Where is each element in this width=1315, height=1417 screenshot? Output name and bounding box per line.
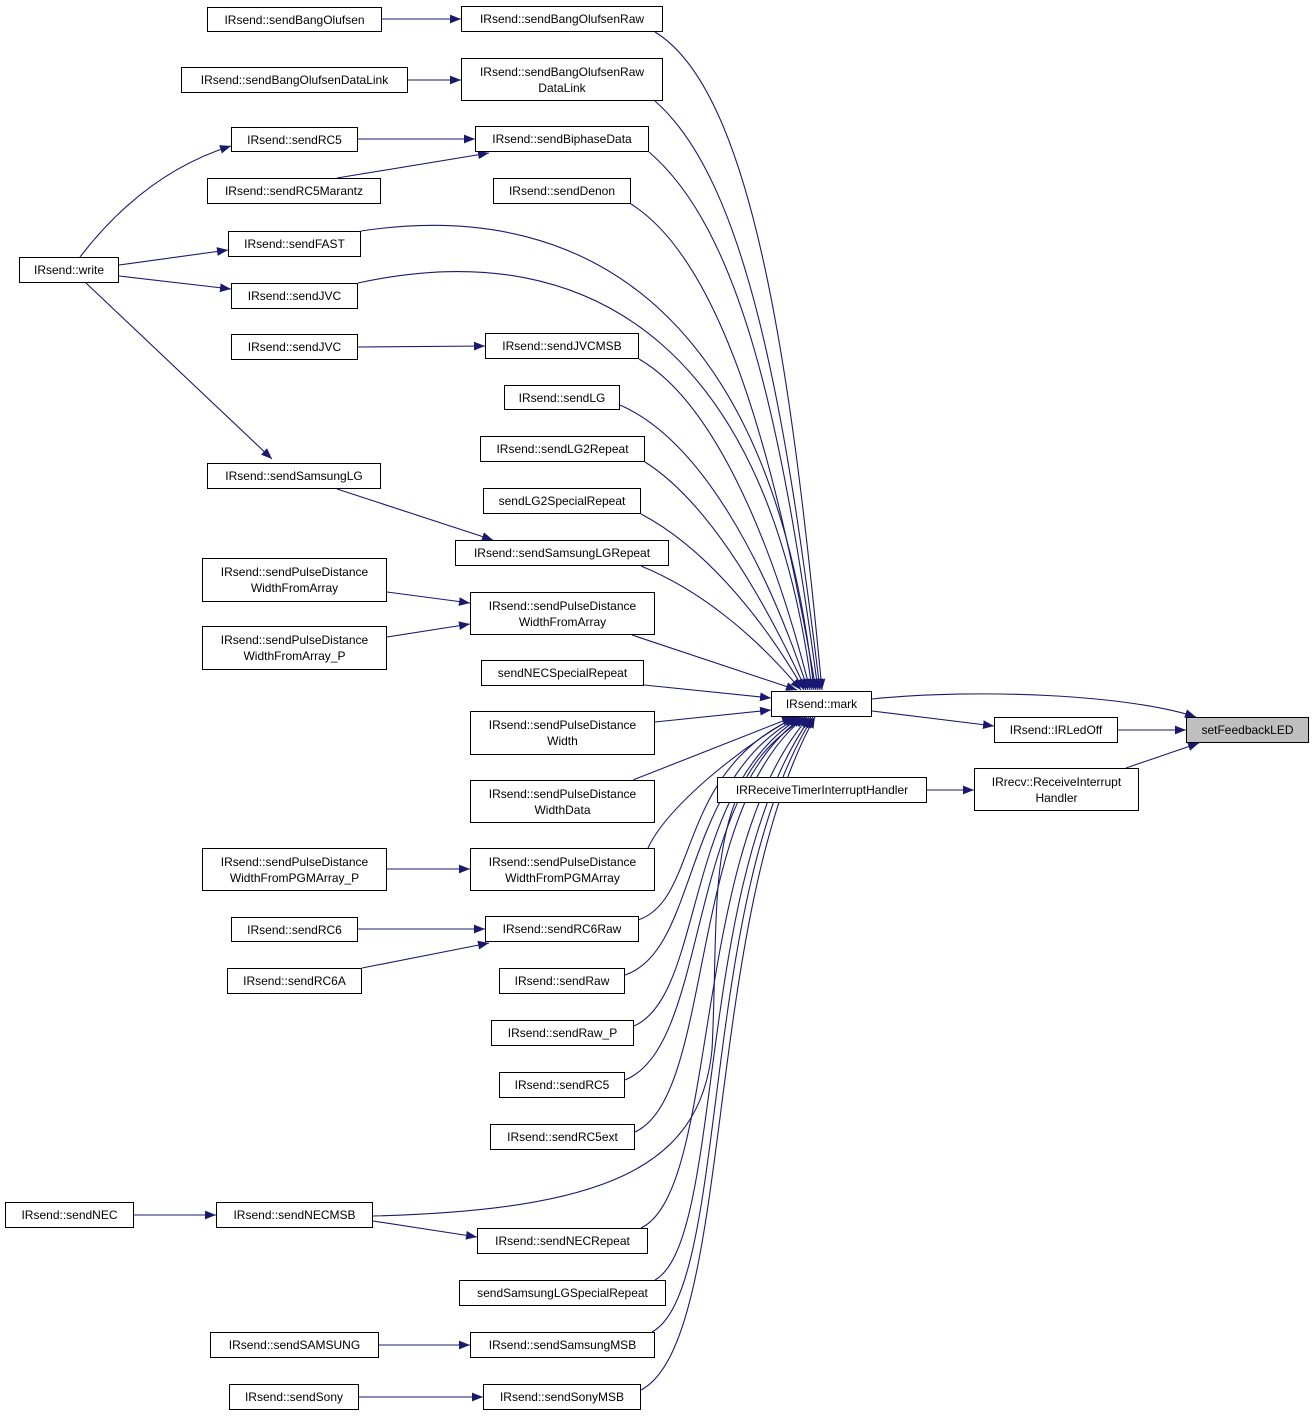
node-irsend-sendnecmsb[interactable]: IRsend::sendNECMSB xyxy=(216,1202,373,1228)
node-irsend-sendpulsedistancewidthfromarray-left[interactable]: IRsend::sendPulseDistance WidthFromArray xyxy=(202,558,387,602)
edge-sonymsb-mark xyxy=(640,716,816,1391)
node-irsend-sendrc6a[interactable]: IRsend::sendRC6A xyxy=(227,968,362,994)
edge-biphase-mark xyxy=(648,151,821,691)
node-irsend-sendpulsedistancewidthdata[interactable]: IRsend::sendPulseDistance WidthData xyxy=(470,780,655,823)
node-irsend-mark[interactable]: IRsend::mark xyxy=(771,691,872,717)
node-irsend-sendnecrepeat[interactable]: IRsend::sendNECRepeat xyxy=(477,1228,648,1254)
node-irsend-sendpulsedistancewidthfrompgmarray[interactable]: IRsend::sendPulseDistance WidthFromPGMAr… xyxy=(470,848,655,891)
node-sendlg2specialrepeat[interactable]: sendLG2SpecialRepeat xyxy=(483,488,641,514)
edge-sendfast-mark xyxy=(360,224,818,691)
edge-rc5ext-mark xyxy=(634,716,806,1133)
edge-mark-target xyxy=(871,693,1197,718)
edge-sendrc5marantz-biphase xyxy=(336,150,490,179)
edge-necspecial-mark xyxy=(643,684,772,702)
node-irsend-irledoff[interactable]: IRsend::IRLedOff xyxy=(994,717,1118,743)
edge-mark-ledoff xyxy=(871,710,995,730)
node-irsend-sendsamsunglg[interactable]: IRsend::sendSamsungLG xyxy=(207,463,381,489)
edge-pdwfa-mark xyxy=(631,634,798,691)
edge-recv-target xyxy=(1125,742,1200,769)
node-irsend-sendsamsung-upper[interactable]: IRsend::sendSAMSUNG xyxy=(210,1332,379,1358)
node-irsend-sendsonymsb[interactable]: IRsend::sendSonyMSB xyxy=(483,1384,641,1410)
edge-jvcmsb-mark xyxy=(638,358,812,691)
node-irsend-sendlg2repeat[interactable]: IRsend::sendLG2Repeat xyxy=(480,436,645,462)
node-irsend-sendrc5ext[interactable]: IRsend::sendRC5ext xyxy=(490,1124,635,1150)
node-irsend-sendjvc-left[interactable]: IRsend::sendJVC xyxy=(231,334,358,360)
node-irreceivetimerinterrupthandler[interactable]: IRReceiveTimerInterruptHandler xyxy=(717,777,927,803)
node-irsend-sendjvcmsb[interactable]: IRsend::sendJVCMSB xyxy=(485,333,639,359)
node-irsend-sendbangolufsenraw[interactable]: IRsend::sendBangOlufsenRaw xyxy=(461,6,663,32)
node-setfeedbackled[interactable]: setFeedbackLED xyxy=(1186,717,1309,743)
node-irsend-sendbangolufsenrawdatalink[interactable]: IRsend::sendBangOlufsenRaw DataLink xyxy=(461,58,663,101)
node-irsend-write[interactable]: IRsend::write xyxy=(19,257,119,283)
edge-lg2repeat-mark xyxy=(644,461,807,691)
edge-pdwfa-left xyxy=(386,591,471,606)
node-irsend-sendnec[interactable]: IRsend::sendNEC xyxy=(5,1202,134,1228)
node-irsend-sendrc6[interactable]: IRsend::sendRC6 xyxy=(231,917,358,942)
edge-write-sendsamsunglg xyxy=(85,282,273,460)
edge-sendjvc-mark xyxy=(357,271,815,691)
edge-bangolufsenraw-mark xyxy=(654,31,826,691)
node-irsend-sendlg[interactable]: IRsend::sendLG xyxy=(504,385,620,410)
edge-denon-mark xyxy=(630,203,819,691)
edge-sendraw-mark xyxy=(624,716,800,976)
node-irsend-sendjvc-callee[interactable]: IRsend::sendJVC xyxy=(231,283,358,309)
node-irsend-sendrc5[interactable]: IRsend::sendRC5 xyxy=(499,1072,625,1098)
node-irsend-sendsony[interactable]: IRsend::sendSony xyxy=(229,1384,359,1410)
edge-bangolufsenrawdatalink-mark xyxy=(654,100,824,691)
node-irsend-sendpulsedistancewidthfromarray[interactable]: IRsend::sendPulseDistance WidthFromArray xyxy=(470,592,655,635)
node-irsend-sendbangolufsen[interactable]: IRsend::sendBangOlufsen xyxy=(207,7,382,32)
node-irsend-sendsamsunglgrepeat[interactable]: IRsend::sendSamsungLGRepeat xyxy=(455,540,669,566)
node-irsend-sendrc5marantz[interactable]: IRsend::sendRC5Marantz xyxy=(207,178,381,204)
node-sendsamsunglgspecialrepeat[interactable]: sendSamsungLGSpecialRepeat xyxy=(459,1280,666,1306)
node-irsend-sendraw[interactable]: IRsend::sendRaw xyxy=(499,968,625,994)
node-irsend-sendrc6raw[interactable]: IRsend::sendRC6Raw xyxy=(485,916,639,942)
node-irsend-sendfast[interactable]: IRsend::sendFAST xyxy=(228,231,361,257)
edge-samsungmsb-mark xyxy=(651,716,814,1333)
edge-pdwfa-p xyxy=(386,621,471,638)
node-irrecv-receiveinterrupthandler[interactable]: IRrecv::ReceiveInterrupt Handler xyxy=(974,768,1139,811)
node-irsend-sendrc5-left[interactable]: IRsend::sendRC5 xyxy=(231,127,358,152)
edge-write-sendfast xyxy=(118,247,229,266)
node-irsend-sendpulsedistancewidthfromarray-p[interactable]: IRsend::sendPulseDistance WidthFromArray… xyxy=(202,626,387,670)
node-irsend-sendbiphasedata[interactable]: IRsend::sendBiphaseData xyxy=(475,126,649,152)
edge-pdwdata-mark xyxy=(632,716,794,781)
node-irsend-sendbangolufsendatalink[interactable]: IRsend::sendBangOlufsenDataLink xyxy=(181,67,408,93)
edge-sendjvc-sendjvcmsb xyxy=(357,341,486,351)
edge-sendrawp-mark xyxy=(633,716,802,1027)
edge-sendsamsunglg-repeat xyxy=(336,488,494,541)
edge-sendrc6a xyxy=(361,940,490,969)
edge-rc6raw-mark xyxy=(637,716,798,921)
edge-samsunglgrepeat-mark xyxy=(640,565,802,691)
node-irsend-sendsamsungmsb[interactable]: IRsend::sendSamsungMSB xyxy=(470,1332,655,1358)
node-irsend-sendpulsedistancewidthfrompgmarray-p[interactable]: IRsend::sendPulseDistance WidthFromPGMAr… xyxy=(202,848,387,891)
edge-write-sendrc5 xyxy=(79,145,232,258)
edge-sendlg-mark xyxy=(619,404,809,691)
edge-lg2special-mark xyxy=(640,513,805,691)
edge-pdw-mark xyxy=(654,706,772,723)
node-irsend-sendpulsedistancewidth[interactable]: IRsend::sendPulseDistance Width xyxy=(470,711,655,755)
node-sendnecspecialrepeat[interactable]: sendNECSpecialRepeat xyxy=(481,660,644,686)
node-irsend-senddenon[interactable]: IRsend::sendDenon xyxy=(493,178,631,204)
edge-write-sendjvc xyxy=(118,275,232,293)
edge-sendrc5-mark xyxy=(624,716,804,1081)
edge-sendnecmsb-repeat xyxy=(372,1220,478,1240)
node-irsend-sendraw-p[interactable]: IRsend::sendRaw_P xyxy=(491,1020,634,1046)
